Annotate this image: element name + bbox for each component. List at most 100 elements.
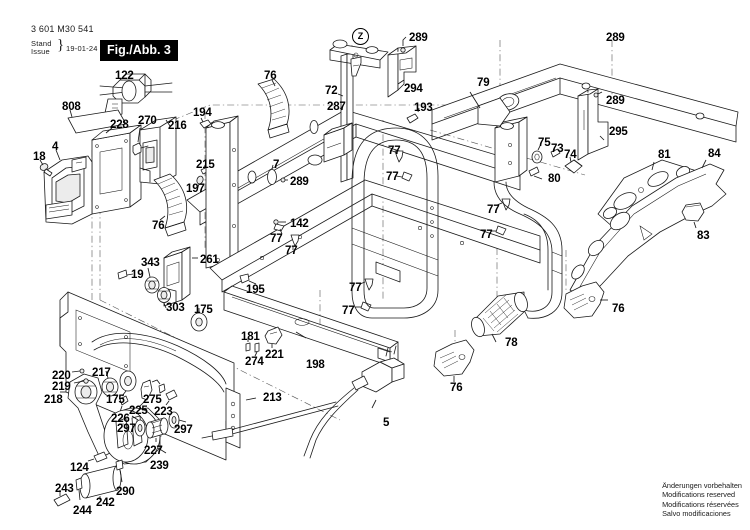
part-225-clip bbox=[139, 379, 153, 407]
part-294-bracket bbox=[387, 45, 417, 98]
label-issue: Issue bbox=[31, 47, 50, 56]
part-218-lever-arm bbox=[60, 373, 113, 459]
callout-303: 303 bbox=[166, 302, 185, 314]
callout-80: 80 bbox=[548, 173, 561, 185]
part-290-pin bbox=[115, 459, 124, 483]
callout-83: 83 bbox=[697, 230, 710, 242]
callout-217: 217 bbox=[92, 367, 111, 379]
part-227-sleeve bbox=[145, 417, 169, 442]
callout-223: 223 bbox=[154, 406, 173, 418]
callout-221: 221 bbox=[265, 349, 284, 361]
callout-343: 343 bbox=[141, 257, 160, 269]
part-75-washer bbox=[531, 145, 543, 164]
callout-287: 287 bbox=[327, 101, 346, 113]
callout-218: 218 bbox=[44, 394, 63, 406]
callout-73: 73 bbox=[551, 143, 564, 155]
callout-76: 76 bbox=[264, 70, 277, 82]
footer-line-en: Modifications reserved bbox=[662, 490, 736, 500]
part-175-washer-lower bbox=[119, 370, 137, 397]
callout-289: 289 bbox=[606, 95, 625, 107]
callout-72: 72 bbox=[325, 85, 338, 97]
callout-243: 243 bbox=[55, 483, 74, 495]
callout-239: 239 bbox=[150, 460, 169, 472]
callout-289: 289 bbox=[409, 32, 428, 44]
callout-142: 142 bbox=[290, 218, 309, 230]
part-243-screw bbox=[53, 490, 71, 507]
callout-75: 75 bbox=[538, 137, 551, 149]
part-detail-bushing bbox=[307, 154, 323, 166]
callout-193: 193 bbox=[414, 102, 433, 114]
part-181-pin bbox=[245, 338, 251, 352]
callout-77: 77 bbox=[270, 233, 283, 245]
part-195-screw bbox=[239, 273, 257, 285]
callout-5: 5 bbox=[383, 417, 390, 429]
callout-294: 294 bbox=[404, 83, 423, 95]
callout-77: 77 bbox=[480, 229, 493, 241]
part-289-screw-top-center bbox=[400, 36, 407, 53]
part-275-pin bbox=[151, 379, 166, 394]
callout-198: 198 bbox=[306, 359, 325, 371]
label-stand: Stand bbox=[31, 39, 52, 48]
callout-74: 74 bbox=[564, 149, 577, 161]
callout-289: 289 bbox=[606, 32, 625, 44]
callout-219: 219 bbox=[52, 381, 71, 393]
callout-76: 76 bbox=[152, 220, 165, 232]
part-289-screw-left bbox=[280, 177, 288, 183]
callout-175: 175 bbox=[194, 304, 213, 316]
part-287-block bbox=[309, 120, 353, 163]
callout-297: 297 bbox=[117, 423, 136, 435]
callout-122: 122 bbox=[115, 70, 134, 82]
detail-z: Z bbox=[352, 28, 369, 45]
callout-76: 76 bbox=[450, 382, 463, 394]
callout-76: 76 bbox=[612, 303, 625, 315]
part-124-screw bbox=[87, 451, 108, 463]
callout-297: 297 bbox=[174, 424, 193, 436]
part-197-pin bbox=[196, 175, 204, 191]
part-78-grip bbox=[471, 291, 528, 343]
callout-84: 84 bbox=[708, 148, 721, 160]
part-84-arm-cover bbox=[569, 159, 727, 301]
part-228-housing bbox=[91, 124, 142, 215]
part-18-screw bbox=[39, 159, 53, 177]
callout-18: 18 bbox=[33, 151, 46, 163]
part-220-pin bbox=[71, 368, 85, 374]
part-4-switch-cover bbox=[43, 149, 93, 225]
part-175-washer-upper bbox=[190, 308, 208, 332]
part-72-screw bbox=[350, 56, 362, 77]
part-239-drum bbox=[103, 407, 167, 465]
part-76-clamp-right bbox=[563, 281, 608, 319]
figure-badge: Fig./Abb. 3 bbox=[100, 40, 178, 61]
callout-195: 195 bbox=[246, 284, 265, 296]
callout-194: 194 bbox=[193, 107, 212, 119]
callout-77: 77 bbox=[342, 305, 355, 317]
callout-274: 274 bbox=[245, 356, 264, 368]
part-289-screw-right bbox=[593, 91, 603, 98]
part-76-clamp-top-center bbox=[257, 78, 290, 139]
callout-77: 77 bbox=[388, 145, 401, 157]
part-detail-bushing-2 bbox=[247, 170, 257, 184]
part-198-rail bbox=[223, 285, 399, 367]
callout-289: 289 bbox=[290, 176, 309, 188]
callout-242: 242 bbox=[96, 497, 115, 509]
callout-216: 216 bbox=[168, 120, 187, 132]
part-142-pin bbox=[273, 219, 286, 225]
callout-244: 244 bbox=[73, 505, 92, 517]
footer-line-fr: Modifications réservées bbox=[662, 499, 739, 509]
part-19-pin bbox=[117, 269, 134, 280]
callout-7: 7 bbox=[273, 159, 280, 171]
footer-line-es: Salvo modificaciones bbox=[662, 508, 731, 518]
part-83-cap bbox=[681, 202, 705, 229]
callout-77: 77 bbox=[386, 171, 399, 183]
part-808-plate bbox=[67, 109, 127, 134]
callout-275: 275 bbox=[143, 394, 162, 406]
callout-81: 81 bbox=[658, 149, 671, 161]
callout-213: 213 bbox=[263, 392, 282, 404]
callout-220: 220 bbox=[52, 370, 71, 382]
part-79-rail bbox=[431, 63, 739, 143]
part-76-clamp-upper-left bbox=[153, 173, 187, 237]
callout-290: 290 bbox=[116, 486, 135, 498]
part-193-pin bbox=[406, 107, 420, 124]
part-73-screw bbox=[550, 148, 561, 158]
callout-4: 4 bbox=[52, 141, 59, 153]
